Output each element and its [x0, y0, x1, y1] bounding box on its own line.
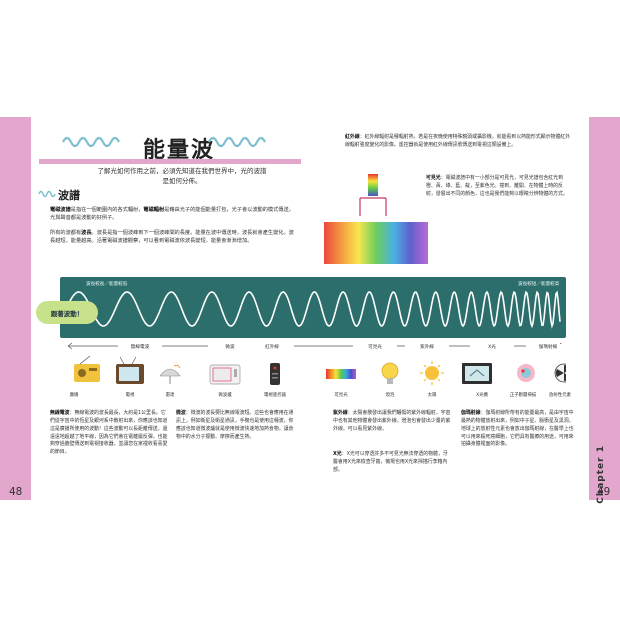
- term-spectrum: 電磁波譜: [50, 207, 71, 213]
- right-page-number: 49: [597, 485, 611, 498]
- left-page-tab: [0, 117, 31, 500]
- item-visible-light: 可見光: [334, 393, 348, 398]
- pet-scan-icon: [517, 364, 535, 382]
- item-illustrations: [74, 355, 566, 385]
- xray-paragraph: X光：X光可以穿透許多不可見光無法穿透的物體，牙醫會用X光來檢查牙齒，機場也用X…: [333, 451, 448, 473]
- category-radio: 無線電波: [118, 344, 162, 350]
- wavelength-paragraph: 所有的波都有波長。波長是指一個波峰到下一個波峰間的長度。能量在波中傳送時，波長就…: [50, 230, 294, 245]
- term-radiation: 電磁輻射: [143, 207, 165, 213]
- short-wavelength-label: 波長較短／能量較高: [518, 282, 560, 287]
- uv-paragraph: 紫外線：太陽會散發出讓我們曬傷的紫外線輻射，宇宙中也有其他物體會發出紫外線。燈泡…: [333, 410, 451, 432]
- radioactive-icon: [554, 363, 566, 383]
- radio-icon: [74, 355, 100, 382]
- chapter-label: Chapter 1: [596, 445, 606, 504]
- wave-icon: [208, 136, 266, 148]
- gamma-paragraph: 伽瑪射線：伽瑪射線所帶有的能量最高，是由宇宙中最熱的物體放射出來，例如中子星、脈…: [461, 410, 574, 448]
- prism-illustration: [324, 174, 428, 264]
- wave-icon: [62, 136, 120, 148]
- category-gamma: 伽瑪射線: [526, 344, 570, 350]
- item-microwave-oven: 微波爐: [218, 393, 232, 398]
- lead-text: 了解光如何作用之前，必須先知道在我們世界中，光的波譜是如何分佈。: [97, 167, 267, 185]
- radio-wave-paragraph: 無線電波：無線電波的波長最長，大約是1公里長。它們從宇宙中的恆星及銀河系中散射出…: [50, 410, 168, 456]
- light-bulb-icon: [381, 362, 399, 384]
- category-microwave: 微波: [208, 344, 252, 350]
- tv-icon: [116, 356, 144, 384]
- item-sun: 太陽: [427, 393, 437, 398]
- item-tv: 電視: [125, 393, 135, 398]
- right-page-tab: [589, 117, 620, 500]
- visible-light-paragraph: 可見光：電磁波譜中有一小部分是可見光，可見光譜包含紅光到橙、黃、綠、藍、靛，至紫…: [426, 175, 568, 197]
- item-tv-remote: 電視遙控器: [264, 393, 286, 398]
- category-visible: 可見光: [353, 344, 397, 350]
- item-xray-machine: X光機: [476, 393, 488, 398]
- section-heading: 波譜: [58, 189, 80, 202]
- wave-line: [65, 290, 561, 329]
- microwave-paragraph: 微波：微波的波長要比無線電波短。這些也會應用在通訊上，例如衛星及衛星通訊，手機也…: [176, 410, 294, 440]
- left-page-number: 48: [9, 485, 23, 498]
- title-underline: [39, 159, 301, 164]
- category-infrared: 紅外線: [250, 344, 294, 350]
- wave-icon: [38, 190, 56, 198]
- radar-icon: [159, 364, 181, 384]
- item-pet-scan: 正子斷層掃描: [509, 393, 537, 398]
- category-xray: X光: [470, 344, 514, 350]
- spectrum-paragraph: 電磁波譜是指在一個範圍內的各式輻射，電磁輻射是藉由光子的能個能量打包，光子會以波…: [50, 207, 294, 222]
- page-title: 能量波: [143, 138, 216, 163]
- category-uv: 紫外線: [405, 344, 449, 350]
- long-wavelength-label: 波長較長／能量較低: [86, 282, 128, 287]
- microwave-oven-icon: [209, 364, 241, 385]
- term-wavelength: 波長: [81, 230, 92, 236]
- visible-light-icon: [326, 369, 356, 379]
- follow-wave-bubble: 跟著波動！: [36, 301, 98, 324]
- item-radioactive: 放射性元素: [549, 393, 571, 398]
- item-broadcast: 廣播: [69, 393, 79, 398]
- infrared-paragraph: 紅外線：紅外線輻射是種輻射熱，若是在夜晚使用特殊鏡頭或攝影機，就能看到以熱能形式…: [345, 134, 570, 148]
- spectrum-band: [60, 277, 566, 338]
- remote-control-icon: [270, 363, 280, 385]
- sun-icon: [420, 361, 444, 385]
- item-bulb: 燈泡: [385, 393, 395, 398]
- xray-machine-icon: [462, 363, 492, 384]
- item-radar: 雷達: [165, 393, 175, 398]
